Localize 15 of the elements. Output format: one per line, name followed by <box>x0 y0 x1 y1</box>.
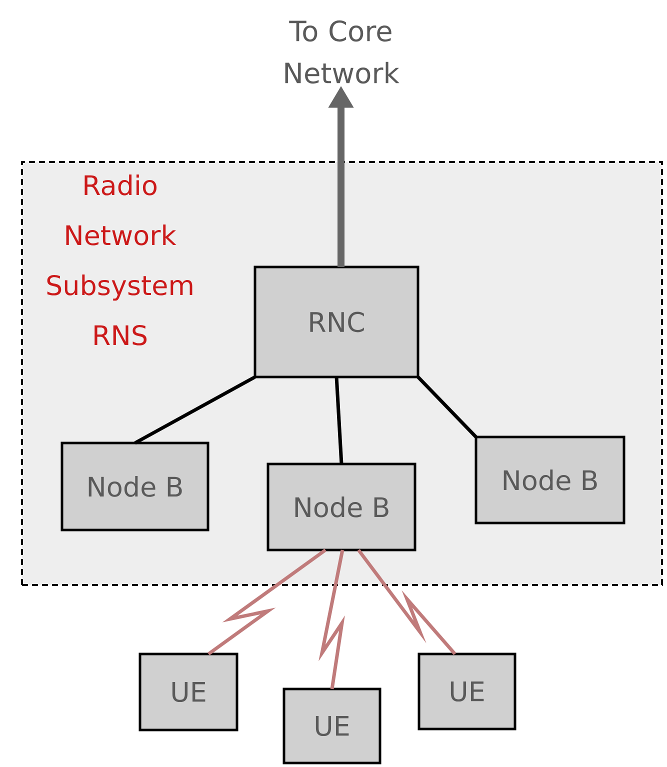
radio-link <box>207 548 327 656</box>
radio-link <box>357 548 456 656</box>
connector-line <box>334 376 344 464</box>
connector-line <box>416 376 478 438</box>
network-box: UE <box>138 652 238 732</box>
network-box: RNC <box>254 266 420 378</box>
radio-link <box>318 550 345 690</box>
network-box: Node B <box>60 442 210 532</box>
caption-text: To Core Network <box>285 20 400 84</box>
connector-line <box>134 375 256 445</box>
network-box: UE <box>418 652 516 730</box>
network-box: UE <box>282 688 382 764</box>
network-box: Node B <box>474 436 626 524</box>
region-heading: Radio Network Subsystem RNS <box>47 174 192 346</box>
network-box: Node B <box>266 462 416 552</box>
